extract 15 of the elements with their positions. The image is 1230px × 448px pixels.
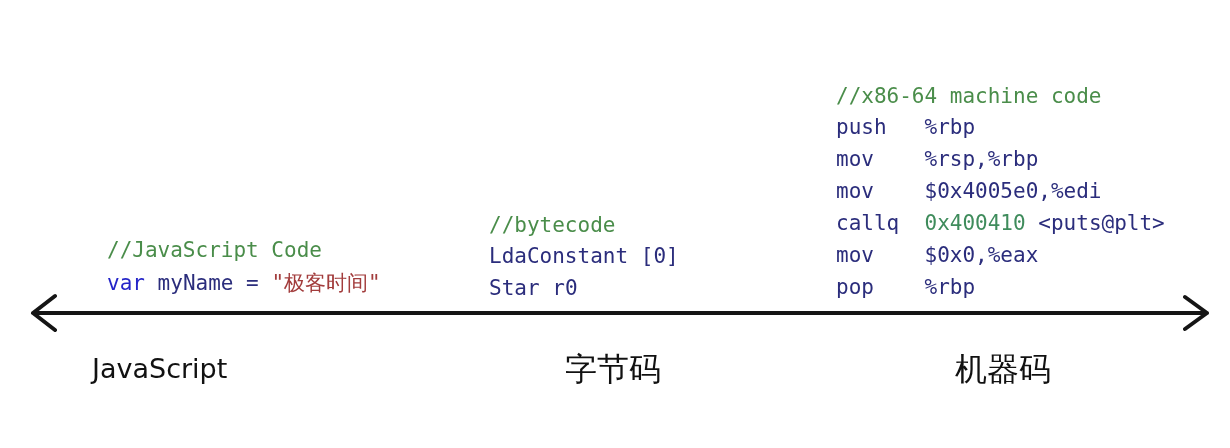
code-line: mov $0x0,%eax xyxy=(836,242,1039,268)
code-line: Star r0 xyxy=(489,275,578,301)
axis-label: 字节码 xyxy=(565,350,661,388)
axis-label: 机器码 xyxy=(955,350,1051,388)
code-comment: //x86-64 machine code xyxy=(836,83,1102,109)
code-line: mov $0x4005e0,%edi xyxy=(836,178,1102,204)
code-comment: //bytecode xyxy=(489,212,616,238)
code-comment: //JavaScript Code xyxy=(107,237,322,263)
code-line: pop %rbp xyxy=(836,274,976,300)
code-line: mov %rsp,%rbp xyxy=(836,146,1039,172)
code-line: push %rbp xyxy=(836,114,976,140)
code-line: var myName = "极客时间" xyxy=(107,270,381,296)
axis-label: JavaScript xyxy=(92,352,228,386)
code-line: LdaConstant [0] xyxy=(489,243,679,269)
code-line: callq 0x400410 <puts@plt> xyxy=(836,210,1165,236)
